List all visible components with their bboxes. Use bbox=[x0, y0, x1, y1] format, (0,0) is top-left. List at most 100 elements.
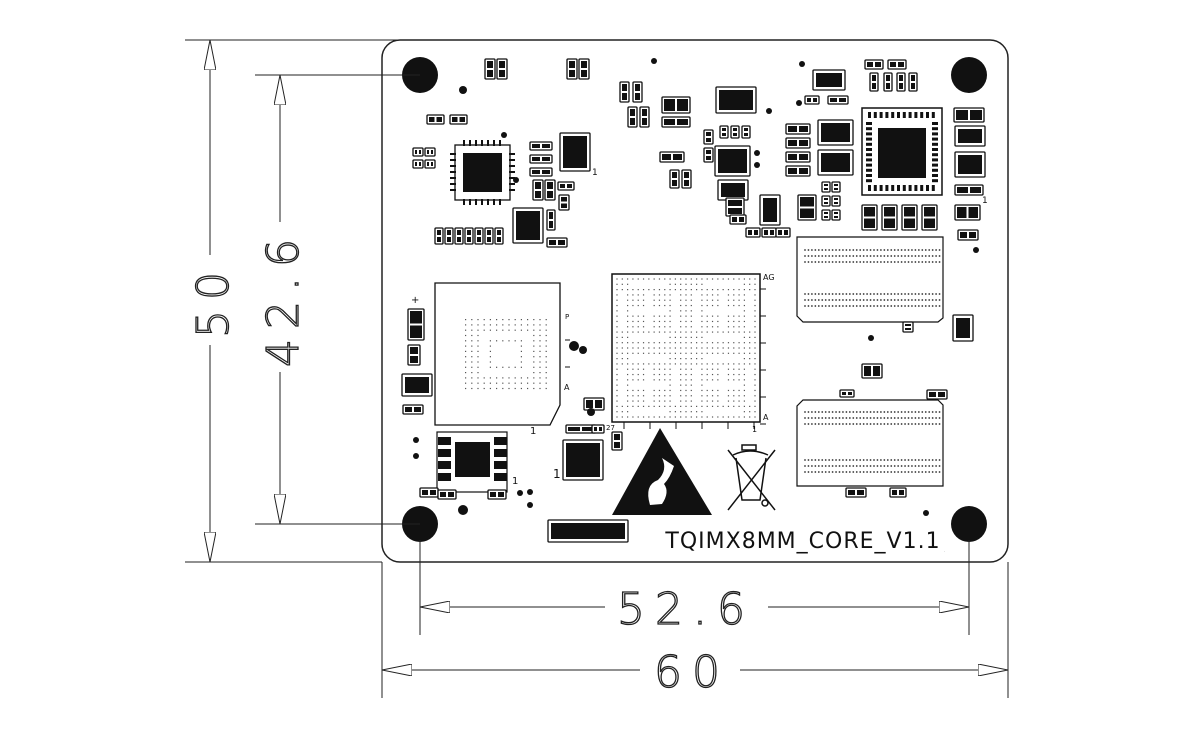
bga-ball bbox=[632, 400, 634, 402]
bga-ball bbox=[680, 352, 682, 354]
bga-ball bbox=[533, 377, 535, 379]
bga-ball bbox=[754, 405, 756, 407]
bga-ball bbox=[722, 405, 724, 407]
bga-ball bbox=[680, 342, 682, 344]
bga-ball bbox=[701, 352, 703, 354]
bga-ball bbox=[701, 283, 703, 285]
connector-pin bbox=[807, 417, 810, 419]
bga-ball bbox=[658, 395, 661, 397]
bga-ball bbox=[627, 304, 629, 307]
connector-pin bbox=[904, 417, 906, 419]
bga-ball bbox=[621, 283, 623, 285]
bga-ball bbox=[664, 352, 666, 354]
bga-ball bbox=[539, 334, 541, 337]
bga-ball bbox=[749, 416, 751, 418]
via-dot bbox=[527, 502, 533, 508]
bga-ball bbox=[706, 315, 708, 317]
connector-pin bbox=[831, 459, 834, 461]
connector-pin bbox=[900, 305, 903, 307]
bga-ball bbox=[711, 373, 714, 376]
bga-ball bbox=[642, 304, 645, 307]
bga-ball bbox=[539, 366, 541, 368]
bga-ball bbox=[658, 331, 661, 333]
connector-pin bbox=[938, 299, 941, 301]
bga-ball bbox=[690, 336, 692, 338]
connector-pin bbox=[900, 255, 903, 257]
bga-ball bbox=[754, 336, 756, 338]
bga-ball bbox=[669, 278, 671, 280]
bga-ball bbox=[637, 416, 639, 418]
connector-pin bbox=[917, 417, 920, 419]
connector-pin bbox=[828, 249, 831, 251]
connector-pin bbox=[848, 249, 851, 251]
connector-pin bbox=[883, 305, 886, 307]
bga-ball bbox=[706, 326, 708, 328]
connector-pin bbox=[911, 293, 913, 295]
bga-ball bbox=[722, 347, 724, 349]
connector-pin bbox=[828, 255, 831, 257]
connector-pin bbox=[917, 293, 920, 295]
connector-pin bbox=[883, 293, 886, 295]
bga-ball bbox=[674, 289, 676, 291]
bga-ball bbox=[653, 395, 655, 397]
bga-ball bbox=[637, 347, 639, 349]
bga-ball bbox=[749, 352, 751, 354]
bga-ball bbox=[680, 299, 682, 301]
bga-ball bbox=[627, 289, 629, 291]
bga-ball bbox=[632, 416, 634, 418]
connector-pin bbox=[821, 423, 824, 425]
bga-ball bbox=[733, 342, 735, 344]
bga-ball bbox=[632, 299, 634, 301]
bga-ball bbox=[690, 379, 692, 381]
bga-ball bbox=[680, 358, 682, 360]
bga-ball bbox=[539, 372, 541, 374]
connector-pin bbox=[911, 299, 913, 301]
bga-ball bbox=[727, 400, 730, 402]
bga-ball bbox=[471, 356, 473, 358]
bga-ball bbox=[669, 299, 671, 301]
bga-ball bbox=[743, 299, 745, 301]
bga-ball bbox=[664, 326, 666, 328]
bga-ball bbox=[706, 379, 708, 381]
bga-ball bbox=[648, 289, 650, 291]
bga-ball bbox=[717, 304, 719, 307]
bga-ball bbox=[642, 294, 645, 296]
connector-pin bbox=[921, 299, 924, 301]
bga-ball bbox=[669, 373, 671, 376]
bga-ball bbox=[738, 363, 740, 365]
bga-ball bbox=[696, 411, 698, 413]
pin-one-mark: 1 bbox=[982, 196, 988, 206]
bga-ball bbox=[749, 336, 751, 338]
bga-ball bbox=[627, 389, 629, 392]
connector-pin bbox=[807, 423, 810, 425]
bga-ball bbox=[701, 363, 703, 365]
bga-ball bbox=[471, 345, 473, 347]
bga-ball bbox=[616, 395, 618, 397]
bga-ball bbox=[701, 320, 703, 323]
bga-ball bbox=[685, 299, 687, 301]
bga-ball bbox=[514, 377, 516, 379]
bga-ball bbox=[685, 405, 687, 407]
bga-ball bbox=[701, 395, 703, 397]
connector-pin bbox=[866, 305, 868, 307]
connector-pin bbox=[842, 249, 844, 251]
bga-ball bbox=[722, 331, 724, 333]
bga-ball bbox=[706, 395, 708, 397]
bga-ball bbox=[539, 350, 541, 352]
bga-ball bbox=[754, 326, 756, 328]
connector-pin bbox=[817, 471, 820, 473]
bga-ball bbox=[685, 336, 687, 338]
bga-ball bbox=[527, 387, 529, 390]
bga-ball bbox=[477, 319, 479, 321]
dimension-hole-spacing-horizontal bbox=[419, 540, 970, 635]
bga-ball bbox=[616, 416, 618, 418]
bga-ball bbox=[690, 342, 692, 344]
connector-pin bbox=[914, 305, 917, 307]
bga-ball bbox=[754, 299, 756, 301]
bga-ball bbox=[664, 315, 666, 317]
bga-ball bbox=[637, 405, 639, 407]
connector-pin bbox=[811, 459, 813, 461]
connector-pin bbox=[869, 411, 872, 413]
connector-pin bbox=[893, 465, 896, 467]
connector-pin bbox=[890, 471, 893, 473]
